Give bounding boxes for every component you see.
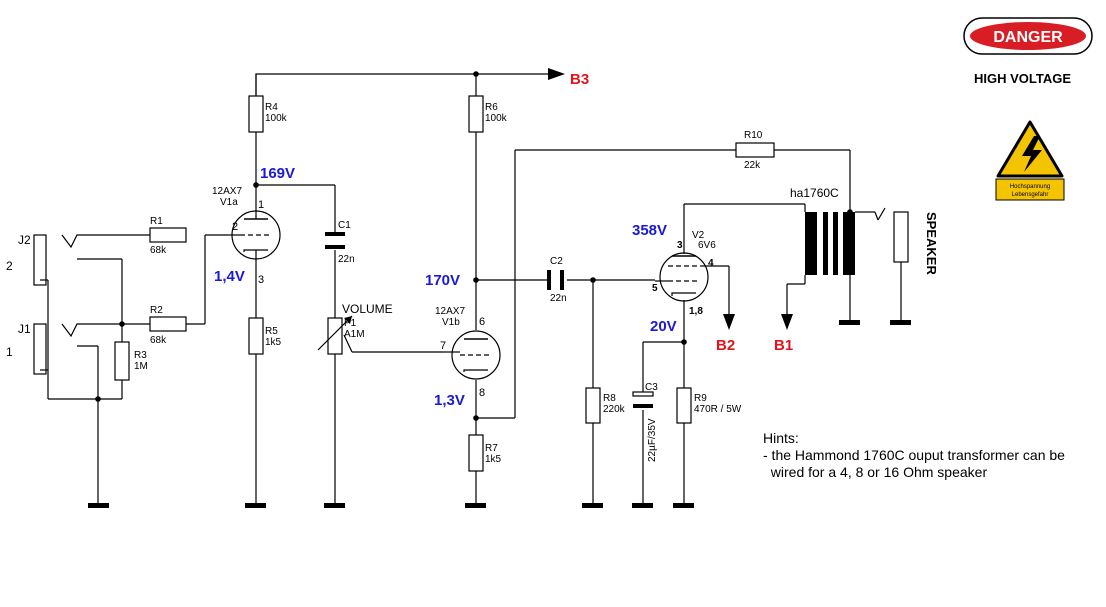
- svg-text:170V: 170V: [425, 272, 460, 289]
- resistor-r4: R4 100k: [248, 95, 288, 133]
- volume-pot: VOLUME P1 A1M: [317, 302, 393, 355]
- svg-text:4: 4: [708, 258, 714, 269]
- svg-text:V2: V2: [692, 230, 705, 241]
- svg-text:V1b: V1b: [442, 317, 460, 328]
- svg-text:220k: 220k: [603, 404, 626, 415]
- resistor-r3: R3 1M: [114, 341, 148, 381]
- svg-text:1M: 1M: [134, 361, 148, 372]
- svg-text:R9: R9: [694, 393, 707, 404]
- tube-v1b: 12AX7 V1b 6 7 8: [435, 306, 501, 399]
- svg-text:68k: 68k: [150, 245, 167, 256]
- svg-text:Hochspannung: Hochspannung: [1010, 184, 1050, 190]
- resistor-r9: R9 470R / 5W: [676, 387, 742, 424]
- svg-text:1k5: 1k5: [265, 337, 282, 348]
- svg-text:3: 3: [677, 240, 683, 251]
- svg-text:A1M: A1M: [344, 329, 365, 340]
- svg-text:C1: C1: [338, 220, 351, 231]
- svg-text:1,4V: 1,4V: [214, 268, 245, 285]
- svg-text:100k: 100k: [265, 113, 288, 124]
- svg-text:68k: 68k: [150, 335, 167, 346]
- svg-text:R3: R3: [134, 350, 147, 361]
- svg-text:6V6: 6V6: [698, 240, 716, 251]
- svg-text:Lebensgefahr: Lebensgefahr: [1012, 192, 1049, 198]
- svg-text:358V: 358V: [632, 222, 667, 239]
- svg-text:22n: 22n: [338, 254, 355, 265]
- svg-text:12AX7: 12AX7: [435, 306, 465, 317]
- svg-text:1k5: 1k5: [485, 454, 502, 465]
- capacitor-c1: C1 22n: [325, 220, 355, 265]
- svg-text:1: 1: [258, 199, 264, 211]
- svg-text:B1: B1: [774, 337, 793, 354]
- svg-text:wired for a 4, 8 or 16 Ohm spe: wired for a 4, 8 or 16 Ohm speaker: [763, 464, 987, 480]
- capacitor-c2: C2 22n: [547, 256, 567, 304]
- svg-text:R6: R6: [485, 102, 498, 113]
- voltage-labels: 169V 1,4V 170V 1,3V 358V 20V: [214, 165, 677, 409]
- svg-text:C2: C2: [550, 256, 563, 267]
- svg-text:3: 3: [258, 274, 264, 286]
- svg-text:R2: R2: [150, 305, 163, 316]
- hints: Hints: - the Hammond 1760C ouput transfo…: [763, 430, 1065, 480]
- speaker: SPEAKER: [893, 211, 939, 275]
- jack-j2: J2 2: [6, 233, 47, 286]
- svg-text:8: 8: [479, 387, 485, 399]
- svg-text:VOLUME: VOLUME: [342, 302, 393, 316]
- junction-dots: [95, 71, 853, 421]
- high-voltage-label: HIGH VOLTAGE: [974, 71, 1071, 86]
- svg-text:DANGER: DANGER: [993, 29, 1063, 46]
- svg-text:- the Hammond 1760C ouput tran: - the Hammond 1760C ouput transformer ca…: [763, 447, 1065, 463]
- svg-text:1,8: 1,8: [689, 306, 703, 317]
- svg-text:ha1760C: ha1760C: [790, 186, 839, 200]
- svg-text:R10: R10: [744, 130, 763, 141]
- capacitor-c3: C3 22µF/35V: [632, 382, 658, 462]
- svg-text:C3: C3: [645, 382, 658, 393]
- wires: [40, 73, 902, 505]
- svg-text:B3: B3: [570, 71, 589, 88]
- resistor-r1: R1 68k: [149, 216, 187, 256]
- svg-text:22k: 22k: [744, 160, 761, 171]
- resistor-r2: R2 68k: [149, 305, 187, 346]
- arrows: [548, 68, 793, 330]
- svg-text:5: 5: [652, 283, 658, 294]
- svg-text:22µF/35V: 22µF/35V: [647, 418, 658, 462]
- svg-text:7: 7: [440, 340, 446, 352]
- ground-symbols: [88, 320, 911, 508]
- svg-text:B2: B2: [716, 337, 735, 354]
- resistor-r7: R7 1k5: [468, 434, 502, 472]
- output-transformer: ha1760C: [790, 186, 865, 275]
- svg-text:R8: R8: [603, 393, 616, 404]
- resistor-r6: R6 100k: [468, 95, 508, 133]
- svg-text:P1: P1: [344, 318, 357, 329]
- svg-text:1,3V: 1,3V: [434, 392, 465, 409]
- danger-sign: DANGER: [963, 17, 1093, 55]
- svg-text:V1a: V1a: [220, 197, 238, 208]
- svg-text:Hints:: Hints:: [763, 430, 799, 446]
- svg-text:SPEAKER: SPEAKER: [924, 212, 939, 275]
- svg-text:6: 6: [479, 316, 485, 328]
- jack-j1: J1 1: [6, 322, 47, 375]
- svg-text:R1: R1: [150, 216, 163, 227]
- svg-text:R5: R5: [265, 326, 278, 337]
- resistor-r5: R5 1k5: [248, 317, 282, 355]
- svg-text:2: 2: [232, 221, 238, 233]
- svg-text:R4: R4: [265, 102, 278, 113]
- svg-text:22n: 22n: [550, 293, 567, 304]
- svg-text:R7: R7: [485, 443, 498, 454]
- svg-text:12AX7: 12AX7: [212, 186, 242, 197]
- resistor-r8: R8 220k: [585, 387, 626, 424]
- tube-v2: V2 6V6 3 4 5 1,8: [652, 230, 716, 317]
- resistor-r10: R10 22k: [735, 130, 775, 171]
- supply-node-labels: B3 B2 B1: [570, 71, 793, 354]
- svg-text:J1: J1: [18, 322, 31, 336]
- svg-text:169V: 169V: [260, 165, 295, 182]
- svg-text:1: 1: [6, 345, 13, 359]
- svg-text:20V: 20V: [650, 318, 677, 335]
- svg-text:100k: 100k: [485, 113, 508, 124]
- svg-text:470R / 5W: 470R / 5W: [694, 404, 742, 415]
- high-voltage-warning-icon: Hochspannung Lebensgefahr: [995, 120, 1065, 201]
- svg-text:J2: J2: [18, 233, 31, 247]
- tube-v1a: 12AX7 V1a 1 2 3: [212, 186, 281, 286]
- svg-text:2: 2: [6, 259, 13, 273]
